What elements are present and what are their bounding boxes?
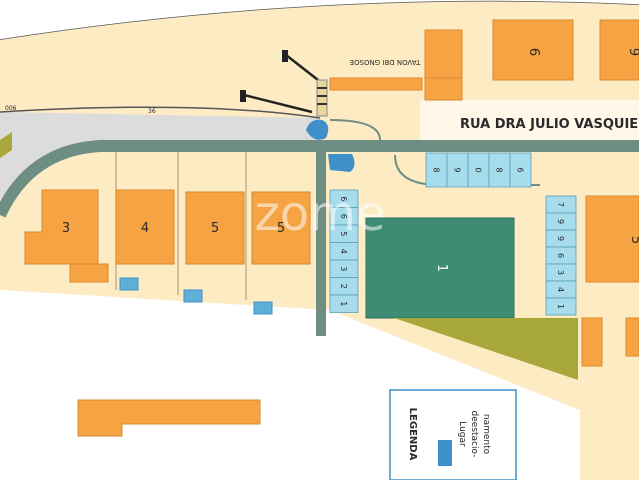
white-block — [420, 100, 639, 140]
parking-space-number: 9 — [453, 167, 462, 172]
building-lot-3-annex — [69, 263, 109, 283]
parking-space — [545, 297, 577, 316]
pavement-edge — [0, 106, 321, 119]
parking-space-number: 6 — [516, 167, 525, 172]
building-lot-6 — [492, 19, 574, 81]
legend-item-text: namento — [481, 414, 491, 455]
top-label: TAVON DBI GNOSOE — [350, 58, 422, 66]
building-right-small — [581, 317, 603, 367]
parking-space — [329, 294, 359, 313]
building-strip — [329, 77, 423, 91]
parking-space-number: 5 — [339, 231, 348, 236]
park-area-1 — [365, 217, 515, 319]
building-top-b — [424, 77, 463, 101]
lot-label: 9 — [626, 48, 639, 56]
marker-flag — [240, 90, 246, 102]
lot-label: 6 — [526, 48, 541, 56]
curve-road — [329, 119, 381, 141]
legend-title: LEGENDA — [407, 408, 418, 461]
parking-space-number: 2 — [339, 284, 348, 289]
lot-label: 5 — [628, 236, 639, 244]
parking-space-number: 6 — [339, 214, 348, 219]
building-lot-3 — [24, 189, 99, 265]
building-lot-4 — [115, 189, 175, 265]
lot-label: 5 — [211, 221, 219, 236]
parking-column-right: 7 9 9 6 3 4 1 — [545, 195, 577, 316]
parking-space-number: 9 — [556, 219, 565, 224]
small-label: 36 — [148, 108, 156, 115]
parking-space-number: 3 — [339, 266, 348, 271]
grass-triangle — [394, 318, 578, 380]
parking-space-number: 4 — [556, 287, 565, 292]
parking-row-top: 8 9 0 8 6 — [425, 152, 532, 188]
legend-item-text: deestacio- — [469, 411, 479, 458]
building-top-a — [424, 29, 463, 79]
marker-flag — [282, 50, 288, 62]
map-background-top — [0, 0, 639, 40]
marker-pole — [243, 93, 313, 114]
parking-column-left: 6 6 5 4 3 2 1 — [329, 189, 359, 313]
parking-space-number: 6 — [556, 253, 565, 258]
ground-patch — [330, 90, 420, 140]
parking-space-number: 9 — [556, 236, 565, 241]
parking-space — [509, 152, 532, 188]
lot-label: 4 — [141, 221, 149, 236]
grass-corner — [0, 132, 12, 158]
pool — [183, 289, 203, 303]
marker-pole — [285, 54, 319, 81]
pond — [306, 119, 329, 140]
lot-label: 5 — [277, 221, 285, 236]
parking-space-number: 8 — [495, 167, 504, 172]
building-right-edge — [625, 317, 639, 357]
parking-space-number: 6 — [339, 196, 348, 201]
lot-label: 3 — [62, 221, 70, 236]
building-bottom — [77, 399, 261, 437]
pond — [328, 154, 355, 172]
parking-space-number: 3 — [556, 270, 565, 275]
parking-space-number: 4 — [339, 249, 348, 254]
parking-space-number: 7 — [556, 202, 565, 207]
parking-space-number: 0 — [474, 167, 483, 172]
legend-box — [389, 389, 517, 480]
building-lot-5b — [251, 191, 311, 265]
main-road — [0, 140, 639, 218]
small-label: 006 — [5, 105, 17, 112]
park-label: 1 — [434, 264, 449, 272]
parking-space-number: 1 — [556, 304, 565, 309]
building-lot-9-top — [599, 19, 639, 81]
watermark: zome — [255, 186, 386, 242]
pool — [119, 277, 139, 291]
pavement — [0, 112, 320, 200]
street-name: RUA DRA JULIO VASQUIE — [460, 117, 638, 132]
building-lot-5a — [185, 191, 245, 265]
legend-swatch — [438, 440, 452, 466]
legend-item-text: Lugar — [457, 421, 467, 447]
parking-space-number: 1 — [339, 301, 348, 306]
crosswalk — [316, 79, 328, 117]
pool — [253, 301, 273, 315]
vertical-road — [316, 146, 326, 336]
building-lot-5-right — [585, 195, 639, 283]
parking-space-number: 8 — [432, 167, 441, 172]
